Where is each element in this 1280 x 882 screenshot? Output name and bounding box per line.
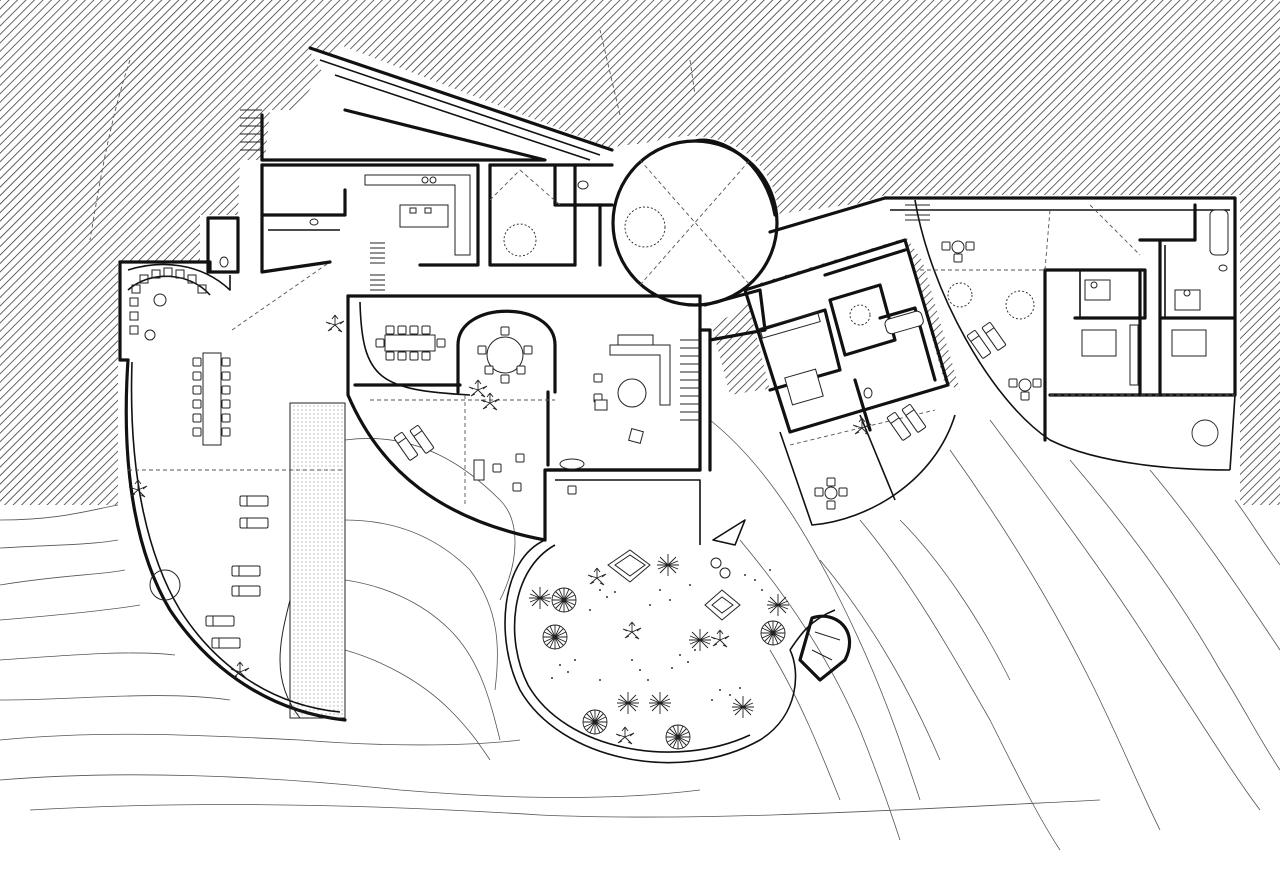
outdoor-seating — [149, 240, 1042, 601]
dashed-lines — [89, 29, 1235, 505]
planter-boxes — [607, 549, 741, 621]
dining-table-icon — [375, 325, 446, 361]
bed-icon — [759, 311, 1207, 406]
kitchen — [364, 174, 471, 256]
ground-cover — [551, 569, 771, 701]
spa-bench — [127, 267, 211, 341]
garden-area — [504, 519, 852, 764]
pool — [289, 402, 346, 719]
bathtub-icon — [884, 209, 1229, 335]
round-table — [477, 326, 647, 408]
hatched-terrain — [0, 0, 1280, 505]
tree-icon — [503, 206, 1219, 750]
terrace-table — [192, 352, 231, 446]
toilet-icon — [219, 180, 1228, 399]
stair-icon — [240, 109, 930, 421]
contour-lines — [0, 419, 1280, 851]
building-mask — [120, 45, 1235, 720]
main-walls — [118, 46, 779, 722]
sofa-icon — [559, 334, 671, 470]
